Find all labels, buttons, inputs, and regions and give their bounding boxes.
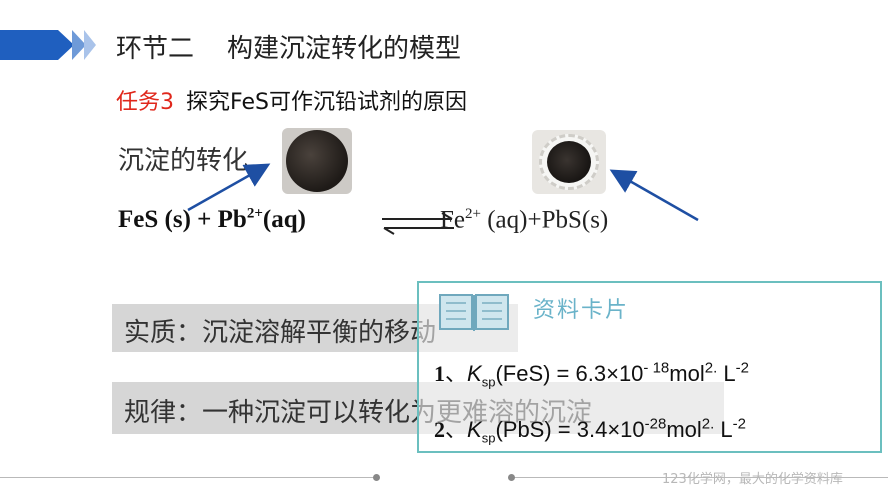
watermark: 123化学网，最大的化学资料库 [662, 472, 843, 487]
header-accent-bar [0, 30, 58, 60]
ksp-fes-line: 1、Ksp(FeS) = 6.3×10- 18mol2. L-2 [434, 359, 749, 390]
footer-divider [512, 477, 888, 478]
chevron-right-icon [58, 30, 74, 60]
reaction-equation: FeS (s) + Pb2+(aq) Fe2+ (aq)+PbS(s) [118, 206, 608, 234]
conversion-label: 沉淀的转化 [118, 146, 249, 176]
card-title: 资料卡片 [533, 298, 630, 323]
book-icon [439, 294, 509, 331]
pbs-precipitate-photo [532, 130, 606, 194]
footer-dot [373, 474, 380, 481]
arrow-to-pbs-icon [609, 169, 699, 222]
essence-text: 实质：沉淀溶解平衡的移动 [124, 318, 437, 348]
ksp-pbs-line: 2、Ksp(PbS) = 3.4×10-28mol2. L-2 [434, 415, 747, 446]
chevron-right-icon [84, 30, 96, 60]
equation-rhs: Fe2+ (aq)+PbS(s) [440, 206, 609, 234]
footer-divider [0, 477, 378, 478]
equation-lhs: FeS (s) + Pb2+(aq) [118, 206, 306, 234]
chevron-right-icon [72, 30, 86, 60]
task-text: 探究FeS可作沉铅试剂的原因 [186, 90, 467, 115]
section-title: 环节二 构建沉淀转化的模型 [116, 34, 462, 64]
fes-precipitate-photo [282, 128, 352, 194]
task-number: 任务3 [116, 90, 174, 115]
footer-dot [508, 474, 515, 481]
equilibrium-arrows-icon [382, 212, 454, 235]
task-heading: 任务3 探究FeS可作沉铅试剂的原因 [116, 84, 467, 116]
